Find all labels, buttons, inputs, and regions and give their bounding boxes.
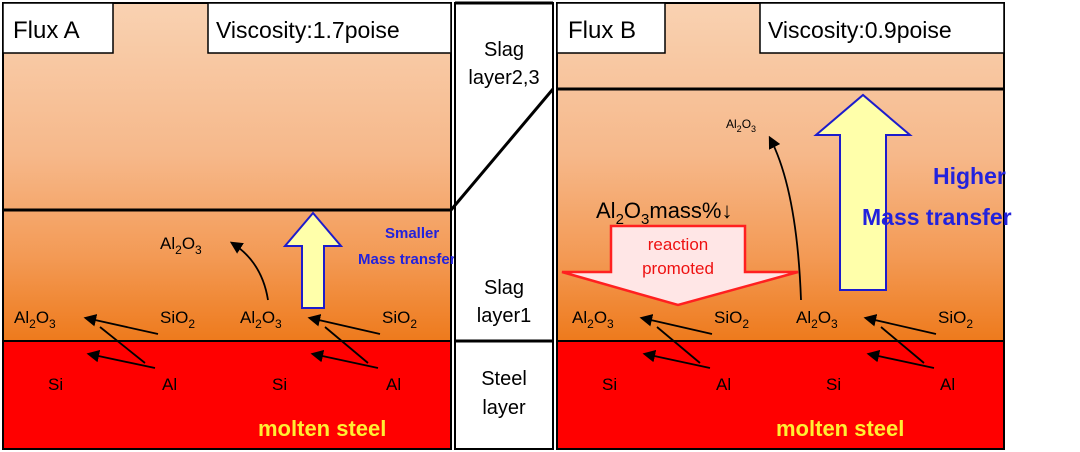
panel-flux-b: Flux B Viscosity:0.9poise Al2O3 Higher M… [556,2,1012,450]
panel-flux-a: Flux A Viscosity:1.7poise Al2O3 Smaller … [2,2,456,450]
al2o3-b-right: Al2O3 [796,308,838,331]
steel-line1: Steel [481,368,527,390]
molten-steel-b: molten steel [776,416,904,441]
viscosity-box-a [207,2,452,54]
slag-1-line2: layer1 [477,305,531,327]
slag-1-line1: Slag [484,277,524,299]
sio2-b-left: SiO2 [714,308,749,331]
viscosity-box-b [759,2,1005,54]
title-box-b [556,2,666,54]
al2o3-upper-b: Al2O3 [726,117,756,134]
al-b-left: Al [716,375,731,394]
middle-legend: Slag layer2,3 Slag layer1 Steel layer [449,1,555,450]
al2o3-a-left: Al2O3 [14,308,56,331]
sio2-a-right: SiO2 [382,308,417,331]
slag-23-line1: Slag [484,39,524,61]
al-b-right: Al [940,375,955,394]
reaction-cross-a-left: Al2O3 SiO2 Si Al [14,308,195,394]
title-box-a [2,2,114,54]
al2o3-b-left: Al2O3 [572,308,614,331]
higher-label: Higher [933,163,1006,189]
al2o3-a-right: Al2O3 [240,308,282,331]
reaction-cross-a-right: Al2O3 SiO2 Si Al [240,308,417,394]
sio2-b-right: SiO2 [938,308,973,331]
si-b-left: Si [602,375,617,394]
steel-region-b [557,341,1004,449]
middle-column [454,2,554,450]
si-b-right: Si [826,375,841,394]
large-mass-transfer-arrow [813,93,913,291]
reaction-cross-b-right: Al2O3 SiO2 Si Al [796,308,973,394]
steel-line2: layer [482,397,526,419]
reaction-line2: promoted [642,259,714,278]
sio2-a-left: SiO2 [160,308,195,331]
al2o3-escape-arrow-b [768,135,802,301]
title-b: Flux B [568,17,636,44]
viscosity-a: Viscosity:1.7poise [216,17,400,43]
slag-23-line2: layer2,3 [468,67,539,89]
slag-region-a [3,3,451,341]
reaction-cross-b-left: Al2O3 SiO2 Si Al [572,308,749,394]
si-a-right: Si [272,375,287,394]
title-a: Flux A [13,17,80,44]
steel-region-a [3,341,451,449]
smaller-label: Smaller [385,225,439,242]
al2o3-upper-a: Al2O3 [160,234,202,257]
al2o3-escape-arrow-a [229,241,269,301]
molten-steel-a: molten steel [258,416,386,441]
middle-diagonal [449,88,555,211]
al-a-right: Al [386,375,401,394]
reaction-promoted-arrow [561,224,799,307]
mass-transfer-label-a: Mass transfer [358,251,456,268]
mass-transfer-label-b: Mass transfer [862,204,1012,230]
si-a-left: Si [48,375,63,394]
reaction-line1: reaction [648,235,708,254]
small-mass-transfer-arrow [282,211,344,309]
viscosity-b: Viscosity:0.9poise [768,17,952,43]
al-a-left: Al [162,375,177,394]
